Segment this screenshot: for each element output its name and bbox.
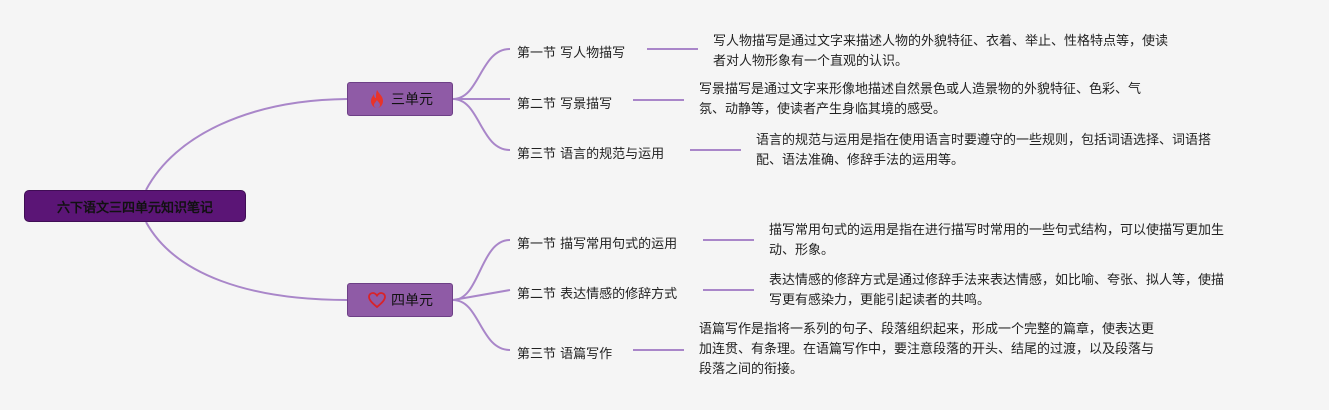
description-line: 表达情感的修辞方式是通过修辞手法来表达情感，如比喻、夸张、拟人等，使描 [769, 273, 1225, 288]
root-to-unit-4-link [145, 221, 348, 301]
root-to-unit-3-link [145, 98, 348, 191]
section-description: 描写常用句式的运用是指在进行描写时常用的一些句式结构，可以使描写更加生 动、形象… [769, 221, 1224, 261]
unit-title: 四单元 [391, 293, 433, 309]
unit-4-topic[interactable]: 四单元 [347, 283, 453, 317]
description-line: 写人物描写是通过文字来描述人物的外貌特征、衣着、举止、性格特点等，使读 [713, 34, 1169, 49]
heart-icon [367, 290, 387, 310]
section-topic[interactable]: 第二节 写景描写 [517, 97, 613, 112]
section-description: 写人物描写是通过文字来描述人物的外貌特征、衣着、举止、性格特点等，使读 者对人物… [713, 32, 1168, 72]
fire-icon [367, 89, 387, 109]
section-description: 写景描写是通过文字来形像地描述自然景色或人造景物的外貌特征、色彩、气 氛、动静等… [699, 80, 1141, 120]
unit-title: 三单元 [391, 92, 433, 108]
section-topic[interactable]: 第三节 语言的规范与运用 [517, 147, 665, 162]
section-topic[interactable]: 第一节 描写常用句式的运用 [517, 237, 678, 252]
description-line: 动、形象。 [769, 243, 835, 258]
section-description: 表达情感的修辞方式是通过修辞手法来表达情感，如比喻、夸张、拟人等，使描 写更有感… [769, 271, 1224, 311]
section-topic[interactable]: 第三节 语篇写作 [517, 347, 613, 362]
unit-3-to-section-1-link [452, 48, 511, 100]
unit-4-to-section-3-link [452, 299, 511, 351]
description-line: 氛、动静等，使读者产生身临其境的感受。 [699, 102, 947, 117]
section-description: 语篇写作是指将一系列的句子、段落组织起来，形成一个完整的篇章，使表达更 加连贯、… [699, 320, 1154, 380]
root-topic[interactable]: 六下语文三四单元知识笔记 [24, 190, 246, 222]
unit-4-to-section-2-link [452, 289, 511, 301]
description-line: 语言的规范与运用是指在使用语言时要遵守的一些规则，包括词语选择、词语搭 [756, 133, 1212, 148]
section-description: 语言的规范与运用是指在使用语言时要遵守的一些规则，包括词语选择、词语搭 配、语法… [756, 131, 1211, 171]
section-topic[interactable]: 第二节 表达情感的修辞方式 [517, 287, 678, 302]
description-line: 配、语法准确、修辞手法的运用等。 [756, 153, 965, 168]
description-line: 者对人物形象有一个直观的认识。 [713, 54, 909, 69]
description-line: 语篇写作是指将一系列的句子、段落组织起来，形成一个完整的篇章，使表达更 [699, 322, 1155, 337]
unit-3-to-section-3-link [452, 98, 511, 151]
description-line: 写更有感染力，更能引起读者的共鸣。 [769, 293, 991, 308]
description-line: 加连贯、有条理。在语篇写作中，要注意段落的开头、结尾的过渡，以及段落与 [699, 342, 1155, 357]
section-topic[interactable]: 第一节 写人物描写 [517, 46, 626, 61]
description-line: 描写常用句式的运用是指在进行描写时常用的一些句式结构，可以使描写更加生 [769, 223, 1225, 238]
description-line: 段落之间的衔接。 [699, 362, 804, 377]
unit-3-topic[interactable]: 三单元 [347, 82, 453, 116]
description-line: 写景描写是通过文字来形像地描述自然景色或人造景物的外貌特征、色彩、气 [699, 82, 1142, 97]
